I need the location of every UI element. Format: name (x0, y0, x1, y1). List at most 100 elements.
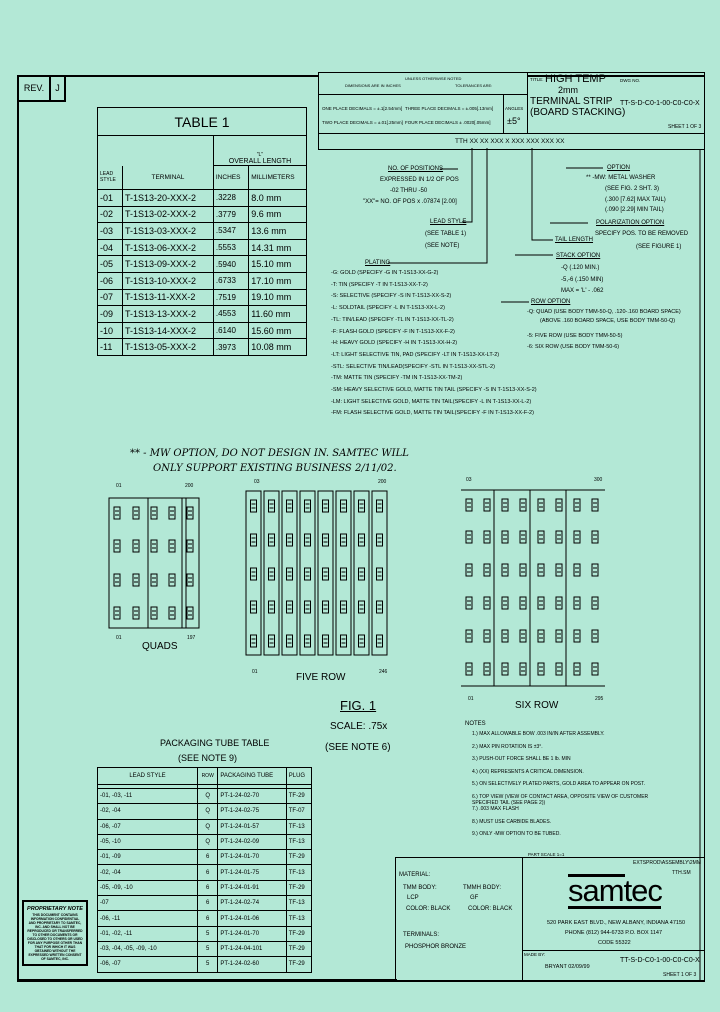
lead-style-line: (SEE TABLE 1) (425, 231, 467, 237)
contact-detail (467, 666, 471, 672)
contact-detail (557, 502, 561, 508)
packaging-cell: PT-1-24-01-91 (217, 879, 287, 897)
table-1-header: TERMINAL (122, 165, 214, 190)
contact (268, 533, 275, 547)
contact (340, 567, 347, 581)
contact-detail (467, 600, 471, 606)
contact (537, 596, 545, 610)
contact-detail (377, 571, 382, 577)
contact (537, 563, 545, 577)
contact (358, 600, 365, 614)
contact (501, 530, 509, 544)
packaging-cell: PT-1-24-01-75 (217, 864, 287, 881)
contact (186, 506, 194, 520)
contact-detail (269, 503, 274, 509)
five-row-column (371, 490, 388, 656)
five-row-column (263, 490, 280, 656)
contact (322, 567, 329, 581)
contact (519, 498, 527, 512)
packaging-cell: 6 (196, 895, 219, 912)
packaging-cell: 6 (196, 910, 219, 927)
stack-line: -Q (.120 MIN.) (561, 265, 600, 271)
contact (113, 606, 121, 620)
material-title: MATERIAL: (399, 872, 431, 878)
packaging-cell: 6 (196, 879, 219, 897)
bottom-dwg-no: TT-S-D-C0-1-00-C0-C0-X (620, 957, 700, 964)
polarization-line: (SEE FIGURE 1) (636, 244, 682, 250)
contact (322, 499, 329, 513)
contact-detail (575, 534, 579, 540)
contact (591, 563, 599, 577)
contact-detail (305, 503, 310, 509)
contact-detail (134, 543, 138, 549)
file-path: EXTSPROD\ASSEMBLY\2MM (633, 860, 701, 866)
contact-detail (485, 567, 489, 573)
title-line3: TERMINAL STRIP (530, 96, 613, 107)
plating-option: -LM: LIGHT SELECTIVE GOLD, MATTE TIN TAI… (331, 398, 532, 405)
contact (113, 573, 121, 587)
contact (250, 567, 257, 581)
contact-detail (188, 577, 192, 583)
contact (555, 563, 563, 577)
table-1-l-label: "L" (256, 152, 264, 158)
contact (537, 662, 545, 676)
positions-line: -02 THRU -50 (390, 188, 428, 194)
contact-detail (251, 571, 256, 577)
packaging-cell: PT-1-24-02-70 (217, 787, 287, 805)
three-place: THREE PLACE DECIMALS = ±.005[.13mm] (405, 106, 494, 111)
title-line4: (BOARD STACKING) (530, 107, 626, 118)
contact (465, 563, 473, 577)
packaging-cell: Q (196, 833, 219, 851)
quads-tl: 01 (116, 483, 122, 489)
figure-caption: FIG. 1 (340, 698, 377, 713)
contact-detail (539, 502, 543, 508)
contact (376, 634, 383, 648)
option-line: ** -MW: METAL WASHER (586, 175, 656, 181)
six-row-br: 295 (595, 696, 604, 702)
note-item: 4.) (XX) REPRESENTS A CRITICAL DIMENSION… (472, 768, 584, 775)
contact-detail (521, 666, 525, 672)
contact (358, 567, 365, 581)
contact (519, 563, 527, 577)
contact (322, 533, 329, 547)
contact-detail (269, 604, 274, 610)
contact (286, 499, 293, 513)
tolerance-tol: TOLERANCES ARE: (455, 83, 493, 88)
table-1-header: INCHES (212, 165, 250, 190)
plating-option: -LT: LIGHT SELECTIVE TIN, PAD (SPECIFY -… (331, 351, 500, 358)
contact-detail (251, 503, 256, 509)
contact-detail (188, 510, 192, 516)
six-row-frame (461, 489, 605, 687)
packaging-cell: TF-29 (285, 879, 313, 897)
contact (186, 606, 194, 620)
contact (501, 563, 509, 577)
contact-detail (134, 577, 138, 583)
table-1-cell: -02 (97, 205, 123, 224)
lead-style-title: LEAD STYLE (430, 219, 467, 225)
contact (340, 499, 347, 513)
contact-detail (593, 600, 597, 606)
revision-label: REV. (19, 77, 51, 100)
contact-detail (593, 534, 597, 540)
quads-dividers (147, 498, 187, 628)
packaging-cell: Q (196, 818, 219, 835)
contact (268, 567, 275, 581)
contact-detail (170, 610, 174, 616)
packaging-cell: 5 (196, 956, 219, 973)
contact (358, 533, 365, 547)
contact-detail (575, 633, 579, 639)
contact-detail (323, 571, 328, 577)
bottom-sheet: SHEET 1 OF 3 (663, 972, 697, 978)
contact-detail (323, 503, 328, 509)
contact-detail (269, 571, 274, 577)
contact-detail (305, 604, 310, 610)
contact-detail (557, 567, 561, 573)
packaging-cell: -02, -04 (97, 803, 198, 820)
contact (322, 600, 329, 614)
polarization-line: SPECIFY POS. TO BE REMOVED (595, 231, 689, 237)
packaging-cell: PT-1-24-01-70 (217, 849, 287, 866)
contact (501, 629, 509, 643)
contact-detail (287, 571, 292, 577)
